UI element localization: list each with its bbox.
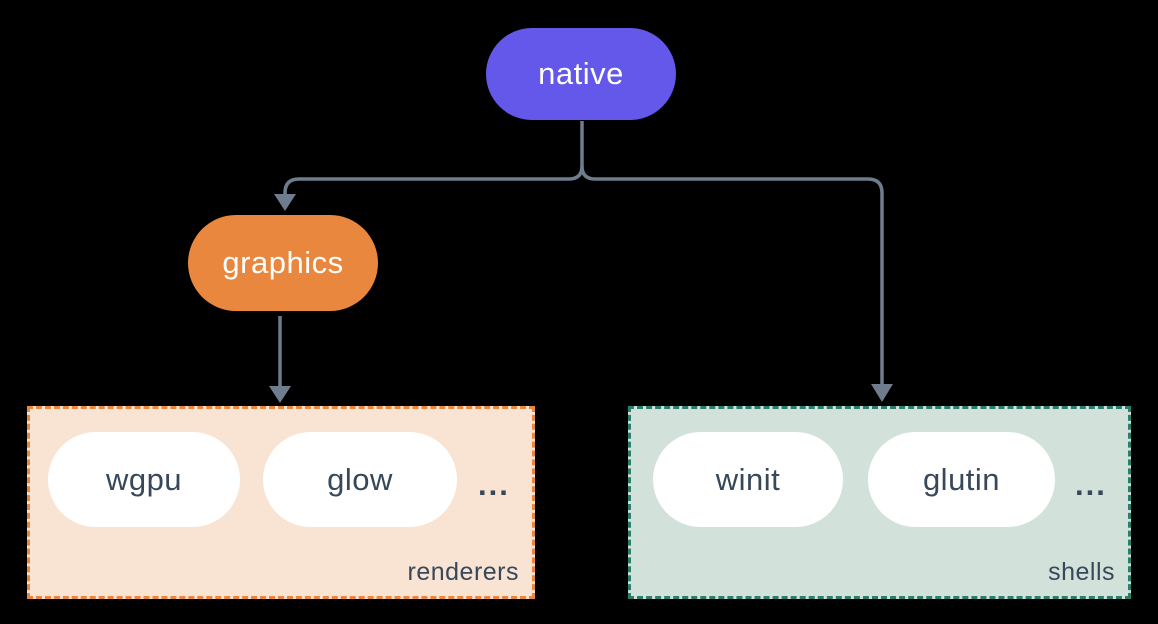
node-graphics-label: graphics — [222, 245, 344, 280]
arrowhead-into-graphics — [274, 194, 296, 211]
arrowhead-into-renderers — [269, 386, 291, 403]
node-winit-label: winit — [715, 461, 781, 497]
renderers-group-label: renderers — [407, 558, 519, 586]
node-native: native — [486, 28, 676, 120]
arrowhead-into-shells — [871, 384, 893, 402]
connector-native-to-shells — [580, 165, 884, 385]
node-glow-label: glow — [327, 461, 393, 497]
group-renderers: wgpu glow ... renderers — [27, 406, 535, 599]
node-graphics: graphics — [188, 215, 378, 311]
shells-ellipsis: ... — [1075, 467, 1107, 502]
node-glow: glow — [263, 432, 457, 527]
node-native-label: native — [538, 56, 624, 91]
renderers-ellipsis: ... — [478, 467, 510, 502]
node-glutin: glutin — [868, 432, 1055, 527]
node-wgpu: wgpu — [48, 432, 240, 527]
node-winit: winit — [653, 432, 843, 527]
group-shells: winit glutin ... shells — [628, 406, 1131, 599]
shells-group-label: shells — [1048, 558, 1115, 586]
node-glutin-label: glutin — [922, 461, 1001, 497]
connector-native-to-graphics — [283, 121, 584, 196]
node-wgpu-label: wgpu — [105, 461, 183, 497]
